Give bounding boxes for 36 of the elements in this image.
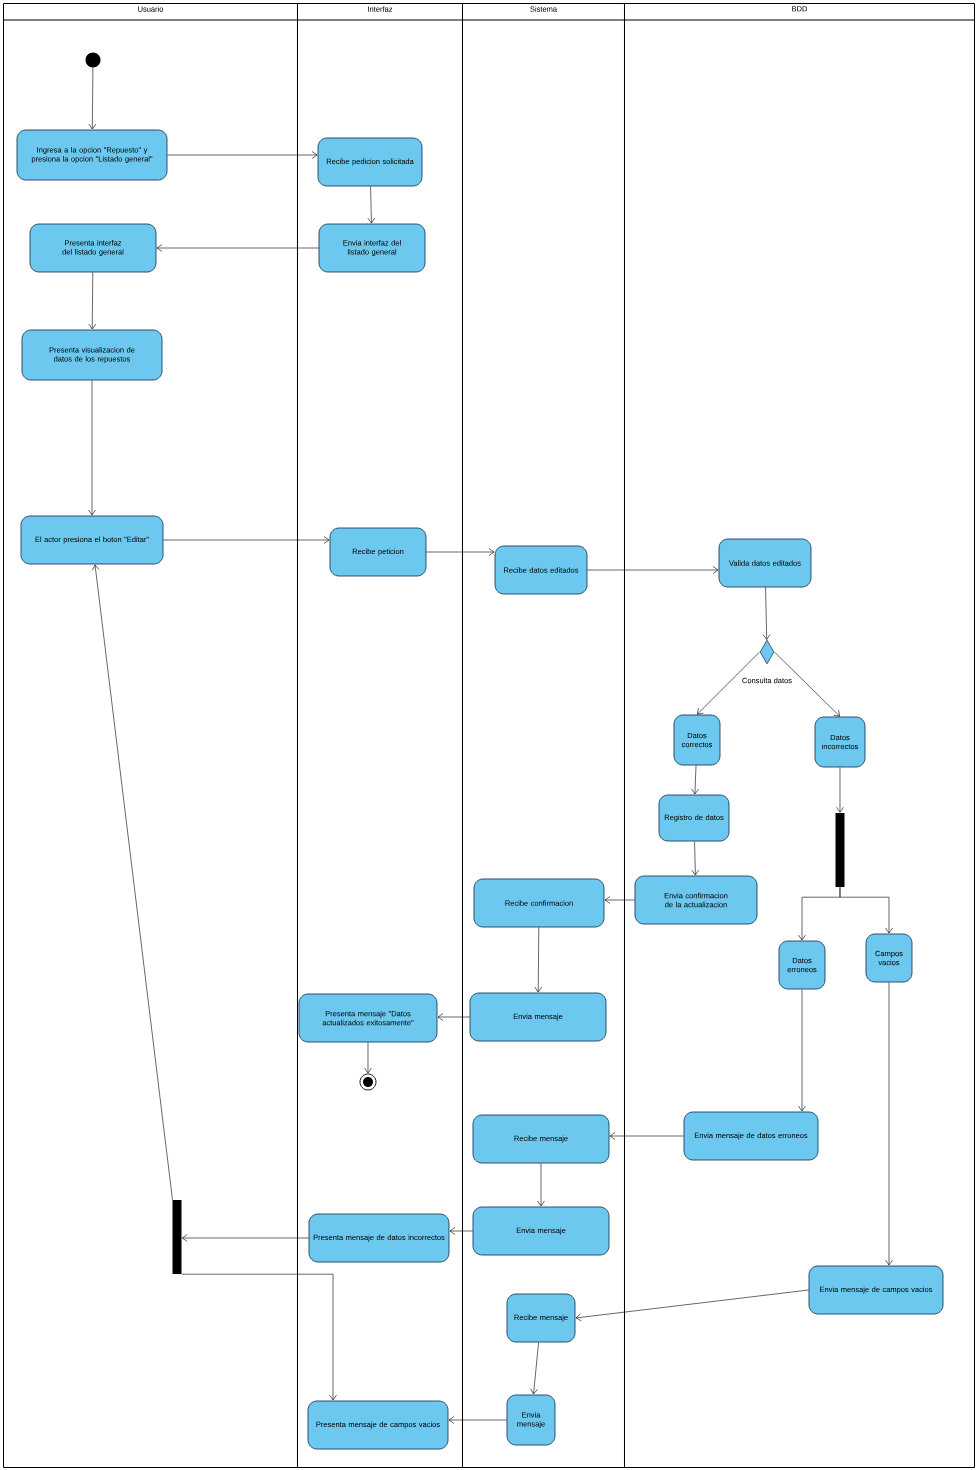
sync-bar <box>835 813 845 887</box>
end-bullseye <box>359 1073 377 1091</box>
arrow <box>762 587 771 640</box>
arrow <box>836 767 844 813</box>
arrow <box>163 536 330 544</box>
arrow <box>604 896 635 904</box>
arrow <box>449 1227 473 1235</box>
arrow <box>885 982 893 1266</box>
arrow <box>167 151 318 159</box>
arrow <box>91 564 173 1201</box>
arrow <box>88 67 97 130</box>
arrow <box>697 651 760 715</box>
arrow <box>534 927 543 993</box>
arrow <box>575 1289 809 1322</box>
arrow <box>609 1132 684 1140</box>
arrow <box>448 1416 507 1424</box>
arrow <box>156 244 319 252</box>
arrow <box>437 1013 470 1021</box>
arrow <box>88 272 97 330</box>
sync-bar <box>172 1200 182 1274</box>
arrow <box>691 765 699 795</box>
arrow <box>181 1273 337 1401</box>
decision-diamond <box>759 639 775 665</box>
arrow <box>839 886 893 934</box>
arrow <box>364 1042 372 1074</box>
arrow <box>181 1234 309 1242</box>
arrow <box>798 989 806 1112</box>
arrow <box>691 841 700 876</box>
arrow <box>537 1163 545 1207</box>
arrow <box>587 566 719 574</box>
arrow <box>426 548 495 556</box>
arrow <box>774 651 840 717</box>
arrow <box>530 1342 539 1395</box>
arrow <box>367 186 376 224</box>
start-dot <box>85 52 101 68</box>
arrow <box>88 380 96 516</box>
